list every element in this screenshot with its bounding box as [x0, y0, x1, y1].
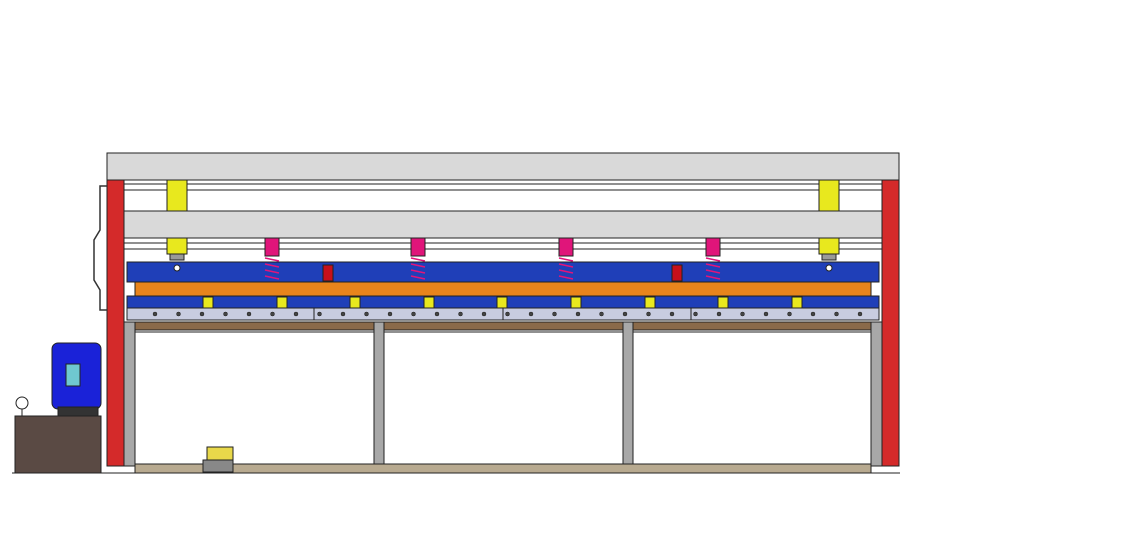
bolt-hole [458, 311, 463, 317]
main-cylinder-upper-2 [818, 179, 840, 212]
spring-coil-2 [410, 269, 426, 274]
bolt-hole [646, 311, 651, 317]
foot-pedal [206, 446, 234, 461]
left-hose [93, 185, 107, 311]
guide-roller-4 [423, 296, 435, 309]
bolt-hole [528, 311, 534, 317]
guide-roller-1 [202, 296, 214, 309]
cylinder-clevis-1 [169, 253, 185, 261]
upper-ram [126, 261, 880, 283]
red-block-2 [671, 264, 683, 282]
bolt-hole [599, 311, 604, 317]
cylinder-pin-1 [173, 264, 181, 272]
machine-body [12, 152, 900, 474]
spring-cap-2 [410, 237, 426, 257]
spring-coil-4 [705, 257, 721, 262]
spring-coil-1 [264, 269, 280, 274]
bolt-hole [199, 311, 205, 317]
hydraulic-tank [14, 415, 102, 474]
bolt-hole [763, 311, 769, 317]
bolt-hole [176, 311, 181, 317]
main-cylinder-lower-2 [818, 237, 840, 255]
support-strip-2 [383, 321, 624, 331]
spring-coil-2 [410, 257, 426, 262]
guide-roller-6 [570, 296, 582, 309]
foot-pedal-base [202, 459, 234, 473]
floor-plate [134, 463, 872, 474]
bolt-hole [270, 311, 275, 317]
spring-coil-4 [705, 275, 721, 280]
top-beam [106, 152, 900, 181]
bolt-hole [152, 311, 158, 317]
guide-roller-9 [791, 296, 803, 309]
guide-roller-8 [717, 296, 729, 309]
right-column [881, 179, 900, 467]
red-block-1 [322, 264, 334, 282]
bolt-hole [834, 311, 839, 317]
cylinder-clevis-2 [821, 253, 837, 261]
guide-roller-5 [496, 296, 508, 309]
bolt-hole [552, 311, 557, 317]
main-cylinder-lower-1 [166, 237, 188, 255]
bolt-hole [364, 311, 369, 317]
middle-beam [123, 210, 883, 239]
bolt-hole [740, 311, 745, 317]
bolt-hole [693, 311, 698, 317]
support-strip-3 [632, 321, 872, 331]
guide-roller-2 [276, 296, 288, 309]
pressure-gauge [15, 396, 29, 410]
leg-left [123, 321, 136, 467]
bolt-hole [787, 311, 792, 317]
orange-plate [134, 281, 872, 297]
spring-coil-1 [264, 257, 280, 262]
guide-roller-3 [349, 296, 361, 309]
bolt-hole [317, 311, 322, 317]
bolt-hole [340, 311, 346, 317]
leg-1 [373, 321, 385, 467]
spring-coil-1 [264, 275, 280, 280]
bolt-hole [246, 311, 252, 317]
bolt-hole [857, 311, 863, 317]
leg-right [870, 321, 883, 467]
bolt-hole [434, 311, 440, 317]
spring-cap-1 [264, 237, 280, 257]
bolt-hole [293, 311, 299, 317]
spring-coil-1 [264, 263, 280, 268]
bolt-hole [505, 311, 510, 317]
bolt-hole [481, 311, 487, 317]
spring-coil-2 [410, 263, 426, 268]
cylinder-pin-2 [825, 264, 833, 272]
repeated-parts [152, 179, 863, 317]
support-strip-1 [134, 321, 375, 331]
bolt-hole [669, 311, 675, 317]
spring-coil-3 [558, 257, 574, 262]
guide-roller-7 [644, 296, 656, 309]
motor-base [57, 406, 99, 417]
motor-window [65, 363, 81, 387]
left-column [106, 179, 125, 467]
spring-cap-3 [558, 237, 574, 257]
bolt-hole [810, 311, 816, 317]
spring-coil-3 [558, 269, 574, 274]
spring-coil-2 [410, 275, 426, 280]
spring-coil-3 [558, 275, 574, 280]
spring-cap-4 [705, 237, 721, 257]
spring-coil-4 [705, 269, 721, 274]
bolt-hole [575, 311, 581, 317]
main-cylinder-upper-1 [166, 179, 188, 212]
bolt-hole [223, 311, 228, 317]
bolt-hole [387, 311, 393, 317]
bolt-hole [716, 311, 722, 317]
leg-2 [622, 321, 634, 467]
bolt-hole [411, 311, 416, 317]
spring-coil-3 [558, 263, 574, 268]
bolt-hole [622, 311, 628, 317]
spring-coil-4 [705, 263, 721, 268]
